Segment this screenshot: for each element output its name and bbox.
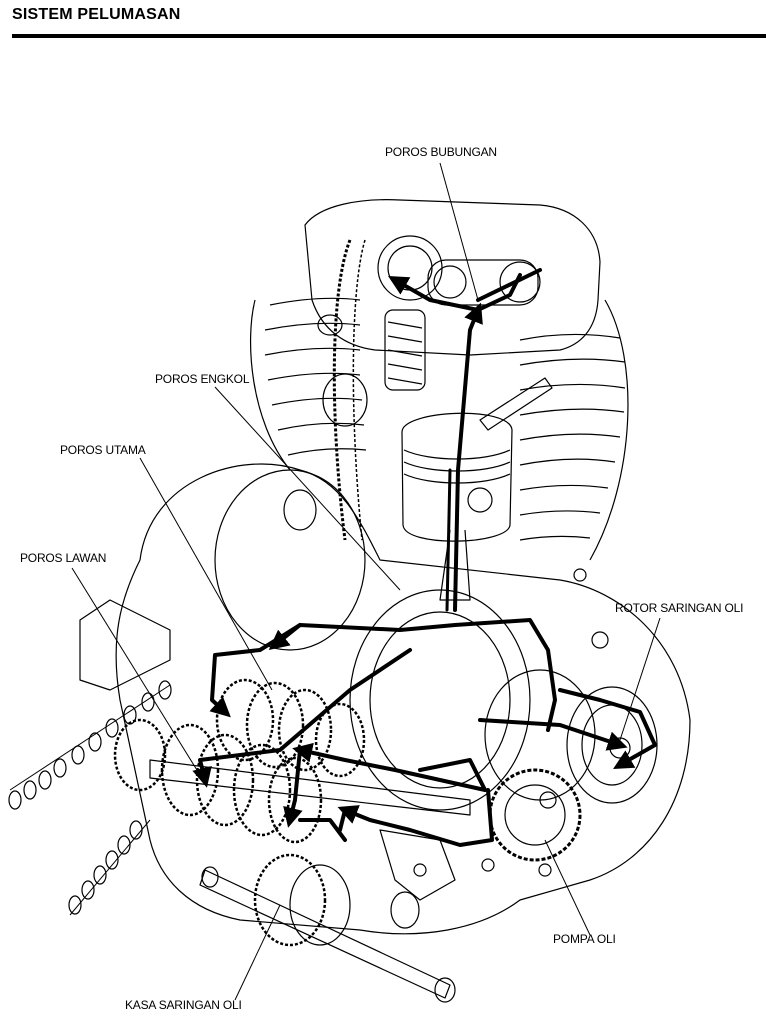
leader-pompa-oli [544, 839, 591, 936]
leader-poros-utama [139, 457, 273, 691]
spark-plug [479, 377, 553, 431]
oil-flow-pump [337, 788, 494, 847]
title-rule [12, 34, 766, 38]
front-sprocket [113, 718, 167, 792]
label-rotor-saringan-oli: ROTOR SARINGAN OLI [615, 601, 744, 615]
label-poros-utama: POROS UTAMA [60, 443, 146, 457]
oil-flow-riser [453, 302, 483, 612]
leader-lines [71, 162, 661, 1001]
drive-chain [8, 680, 172, 916]
leader-poros-bubungan [439, 162, 479, 301]
leader-poros-engkol [214, 386, 401, 591]
label-poros-engkol: POROS ENGKOL [155, 372, 250, 386]
piston [401, 412, 513, 542]
page-title: SISTEM PELUMASAN [12, 6, 181, 23]
leader-poros-lawan [71, 567, 201, 776]
label-poros-lawan: POROS LAWAN [20, 551, 107, 565]
valve-spring-left [384, 309, 426, 391]
engine-outline [8, 199, 691, 1003]
oil-flow-crank-left [209, 623, 457, 718]
oil-flow-rotor [558, 688, 657, 769]
cylinder-fins [249, 297, 629, 561]
label-kasa-saringan-oli: KASA SARINGAN OLI [125, 998, 242, 1012]
oil-flow-paths [192, 268, 657, 847]
counter-shaft [199, 869, 451, 999]
crankcase [115, 463, 691, 935]
leader-kasa-saringan [234, 904, 281, 1001]
transmission-gears [160, 678, 366, 947]
crank-disc [349, 589, 531, 811]
oil-pump-gear [488, 768, 582, 862]
oil-flow-main-shaft [192, 648, 412, 788]
label-poros-bubungan: POROS BUBUNGAN [385, 145, 497, 159]
oil-flow-lower [292, 742, 487, 792]
oil-flow-head [388, 276, 480, 312]
cylinder-head [304, 199, 601, 356]
oil-flow-right [453, 618, 557, 732]
main-shaft [149, 759, 471, 816]
leader-rotor-saringan [619, 617, 661, 741]
shift-fork [379, 829, 456, 901]
cam-chain [332, 239, 352, 541]
label-pompa-oli: POMPA OLI [553, 932, 616, 946]
